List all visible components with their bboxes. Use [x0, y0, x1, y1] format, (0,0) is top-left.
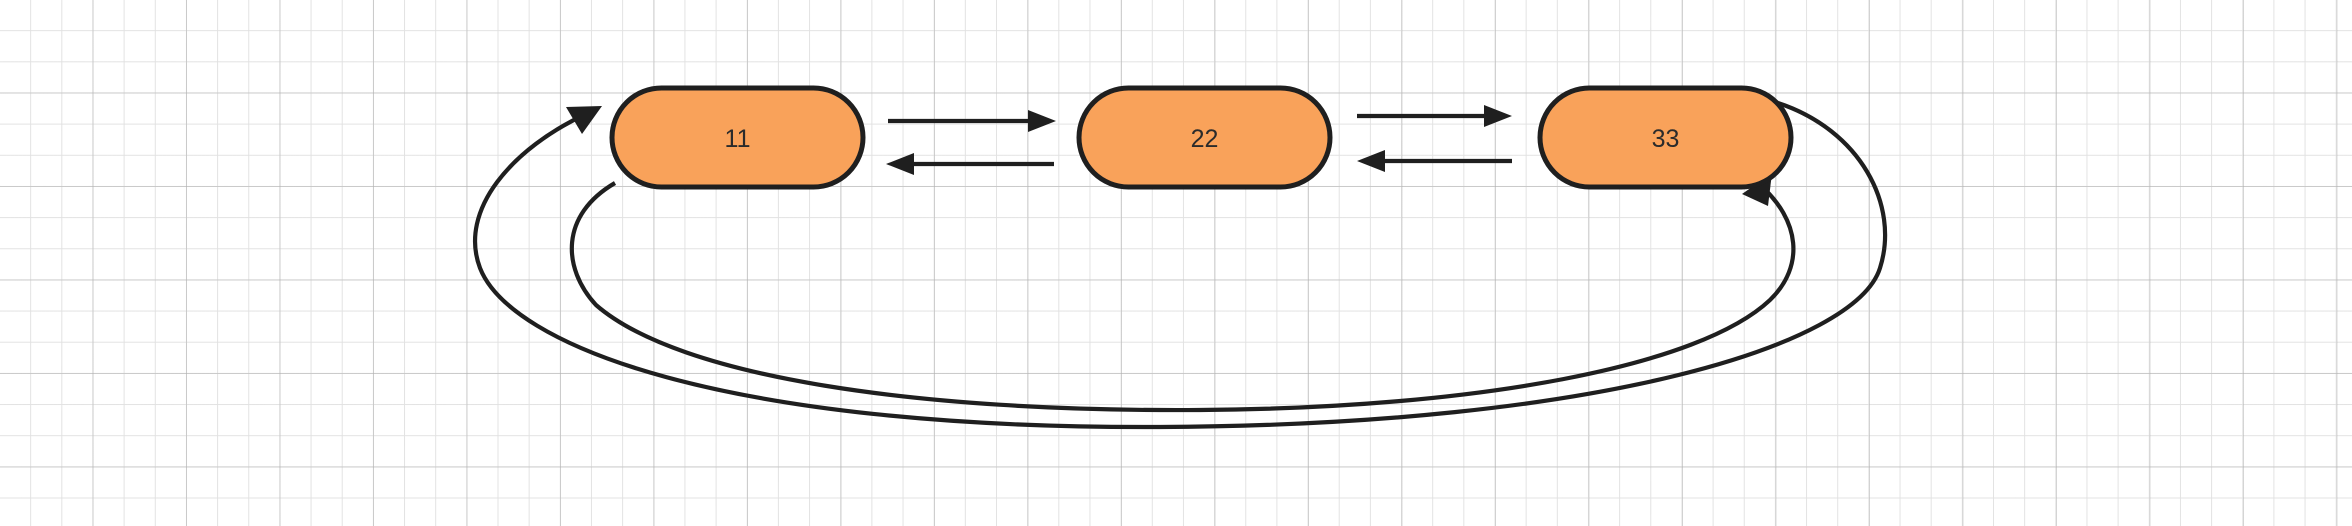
node-22-shape: [1076, 85, 1333, 190]
node-group: 11 22 33: [609, 85, 1794, 190]
edge-n2-n1[interactable]: [886, 153, 1054, 175]
edge-n3-n1-feedback[interactable]: [473, 101, 1888, 430]
node-22-label: 22: [1191, 125, 1219, 153]
edge-n3-n1-feedback-line: [473, 101, 1888, 430]
node-33[interactable]: 33: [1537, 85, 1794, 190]
node-22[interactable]: 22: [1076, 85, 1333, 190]
node-11-label: 11: [725, 125, 751, 153]
node-33-shape: [1537, 85, 1794, 190]
edge-n3-n2-arrowhead: [1357, 150, 1385, 172]
edge-group: [473, 101, 1888, 430]
edge-n2-n1-arrowhead: [886, 153, 914, 175]
edge-n2-n3-arrowhead: [1484, 105, 1512, 127]
edge-n1-n3-feedback-line: [569, 181, 1796, 413]
edge-n1-n3-feedback[interactable]: [569, 173, 1796, 413]
node-11[interactable]: 11: [609, 85, 866, 190]
edge-n2-n3[interactable]: [1357, 105, 1512, 127]
edge-n3-n2[interactable]: [1357, 150, 1512, 172]
edge-n1-n2[interactable]: [888, 110, 1056, 132]
node-33-label: 33: [1652, 125, 1680, 153]
node-11-shape: [609, 85, 866, 190]
edge-n1-n2-arrowhead: [1028, 110, 1056, 132]
edge-n3-n1-feedback-arrowhead: [566, 106, 602, 134]
